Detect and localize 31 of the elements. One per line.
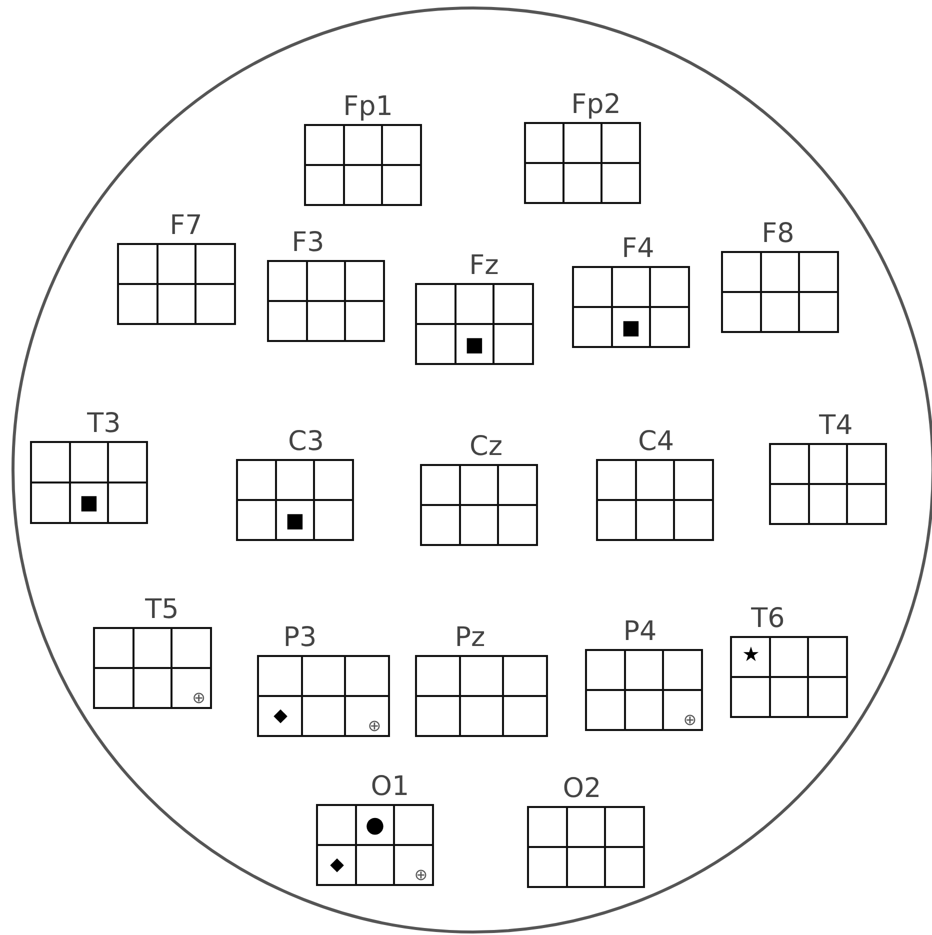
electrode-label: T6 [751, 605, 785, 632]
electrode-label: C4 [638, 428, 674, 455]
electrode-label: Fz [469, 252, 499, 279]
electrode-label: F7 [170, 212, 202, 239]
electrode-label: P3 [283, 624, 317, 651]
electrode-label: F8 [762, 220, 794, 247]
electrode-label: O1 [370, 773, 410, 800]
electrode-label: Cz [469, 433, 503, 460]
marker-symbol: ■ [286, 510, 304, 530]
marker-symbol: ⊕ [368, 718, 382, 734]
marker-symbol: ■ [622, 316, 640, 336]
electrode-label: C3 [288, 428, 324, 455]
marker-symbol: ◆ [330, 856, 344, 874]
electrode-label: F4 [622, 235, 654, 262]
electrode-label: F3 [292, 229, 324, 256]
marker-symbol: ⊕ [414, 866, 428, 882]
marker-symbol: ⊕ [192, 690, 206, 706]
electrode-label: T4 [819, 412, 853, 439]
marker-symbol: ◆ [274, 706, 288, 724]
marker-symbol: ⊕ [683, 712, 697, 728]
electrode-label: O2 [562, 775, 602, 802]
electrode-label: T3 [87, 410, 121, 437]
electrode-label: Fp2 [571, 91, 621, 118]
marker-symbol: ● [365, 814, 385, 836]
electrode-label: T5 [145, 596, 179, 623]
marker-symbol: ■ [465, 334, 484, 354]
marker-symbol: ■ [80, 492, 98, 512]
electrode-label: Pz [454, 624, 486, 651]
electrode-label: Fp1 [343, 93, 393, 120]
marker-symbol: ★ [742, 644, 760, 664]
electrode-label: P4 [623, 618, 657, 645]
